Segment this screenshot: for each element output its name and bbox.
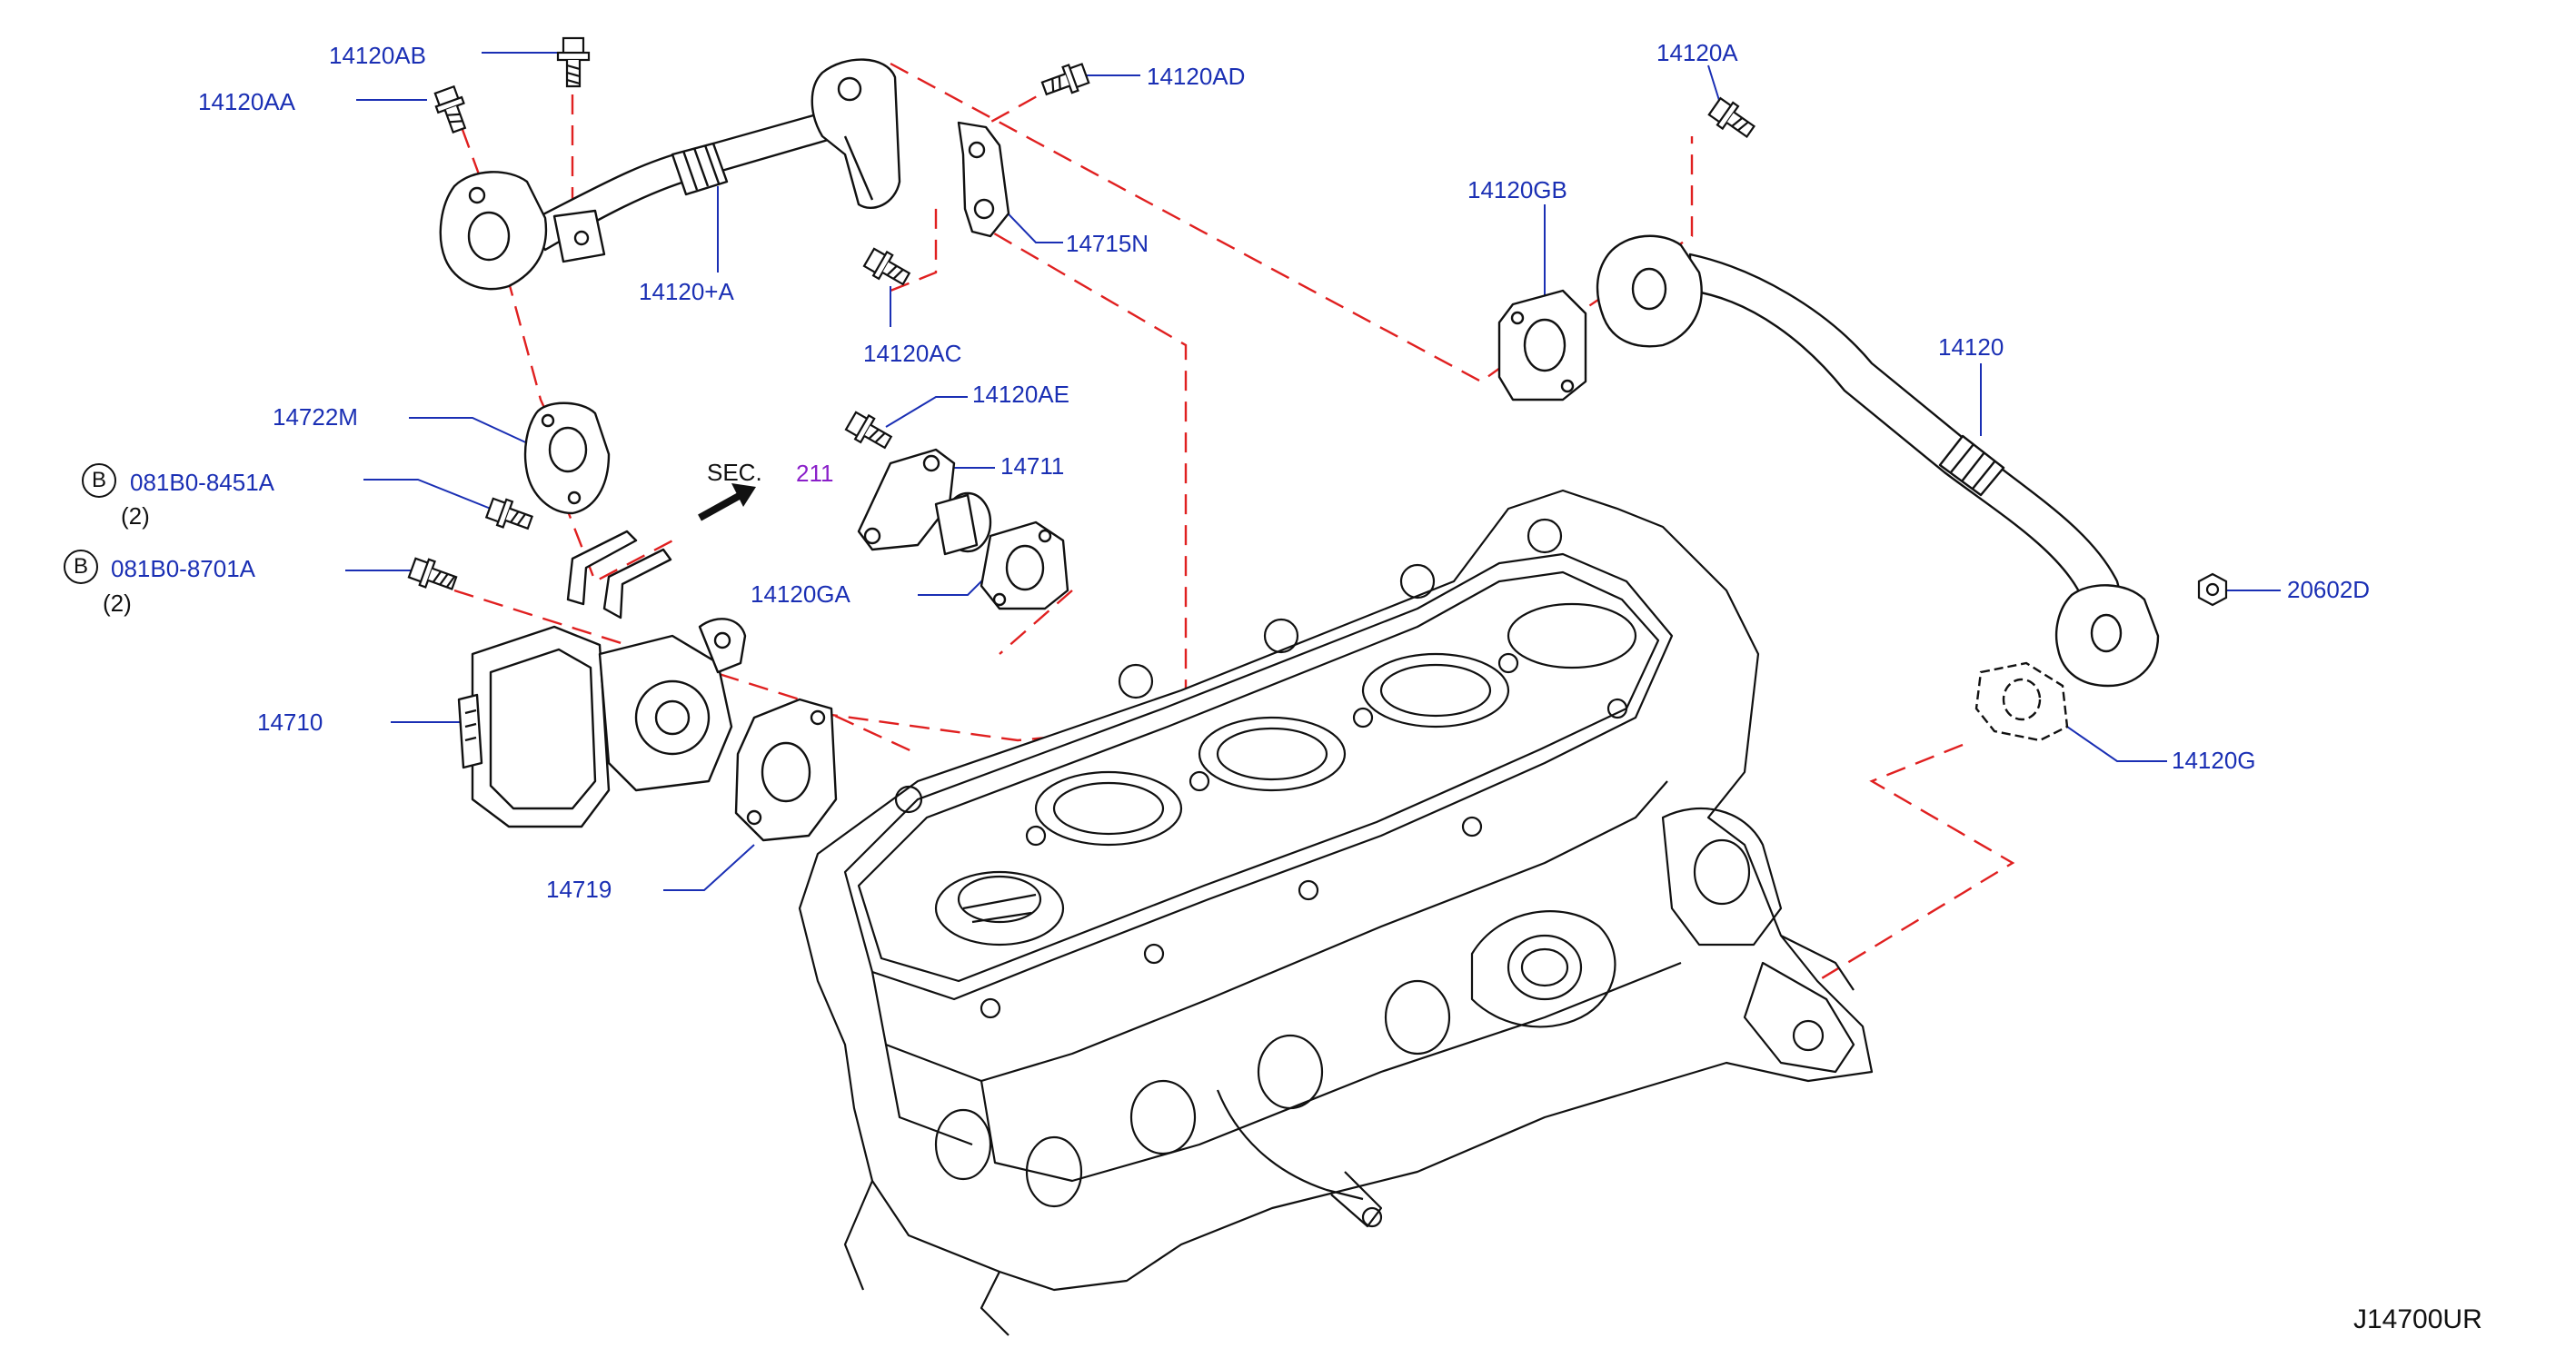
leader-14719 xyxy=(663,844,755,891)
gasket-14722M xyxy=(523,401,611,515)
dash-14120GA xyxy=(999,590,1073,655)
callout-leaders xyxy=(345,52,2281,891)
dash-14715N xyxy=(967,216,1188,690)
bolt-b-marker: B xyxy=(64,550,98,584)
label-14120A: 14120A xyxy=(1656,39,1738,66)
dash-14120AA xyxy=(450,99,583,491)
cylinder-head xyxy=(798,489,1874,1336)
leader-081B0-8451A xyxy=(363,479,492,510)
label-14719: 14719 xyxy=(546,876,612,903)
label-14710: 14710 xyxy=(257,709,323,736)
bracket-14715N xyxy=(957,121,1010,238)
label-14120G: 14120G xyxy=(2172,747,2256,774)
bolt-14120AB xyxy=(556,36,591,88)
gasket-14120G xyxy=(1974,661,2069,742)
label-14722M: 14722M xyxy=(273,403,358,431)
bolt-b-marker: B xyxy=(82,463,116,498)
label-14120GB: 14120GB xyxy=(1467,176,1567,203)
label-14120AD: 14120AD xyxy=(1147,63,1246,90)
label-081B0-8701A: 081B0-8701A xyxy=(111,555,256,582)
dash-14120AC xyxy=(890,200,938,292)
section-ref-number[interactable]: 211 xyxy=(796,460,834,487)
egr-tube-14120A-plus xyxy=(439,58,901,291)
dash-gasket-to-head xyxy=(817,711,1164,742)
leader-14120AE xyxy=(885,396,968,428)
label-14120AE: 14120AE xyxy=(972,381,1069,408)
leader-14120G xyxy=(2066,726,2167,762)
bolt-14120AC xyxy=(862,247,911,286)
gasket-14719 xyxy=(734,698,838,842)
label-14715N: 14715N xyxy=(1066,230,1149,257)
label-081B0-8451A: 081B0-8451A xyxy=(130,469,275,496)
label-20602D: 20602D xyxy=(2287,576,2371,603)
gasket-14120GA xyxy=(980,520,1069,610)
bolt-14120A xyxy=(1707,96,1756,139)
bolt-081B0-8451A xyxy=(484,497,533,530)
qty-081B0-8701A: (2) xyxy=(103,590,132,617)
label-14120GA: 14120GA xyxy=(751,580,850,608)
nut-20602D xyxy=(2197,572,2228,607)
label-14120A-plus: 14120+A xyxy=(639,278,734,305)
section-ref-prefix: SEC. xyxy=(707,459,762,486)
label-14120AC: 14120AC xyxy=(863,340,962,367)
label-14120: 14120 xyxy=(1938,333,2004,361)
bolt-14120AA xyxy=(433,84,467,134)
gasket-14120GB xyxy=(1497,289,1587,401)
section-arrow xyxy=(698,483,756,521)
bolt-14120AD xyxy=(1040,63,1090,96)
bolt-14120AE xyxy=(844,411,893,450)
egr-tube-14120 xyxy=(1596,234,2160,688)
label-14120AB: 14120AB xyxy=(329,42,426,69)
label-14711: 14711 xyxy=(1000,452,1065,480)
diagram-code: J14700UR xyxy=(2353,1304,2482,1334)
label-14120AA: 14120AA xyxy=(198,88,295,115)
egr-valve-14710 xyxy=(457,530,747,828)
fitting-14711 xyxy=(857,448,992,556)
dash-egr-to-head xyxy=(453,589,919,756)
dash-14120G xyxy=(1816,743,2015,983)
leader-14722M xyxy=(409,417,532,446)
bolt-081B0-8701A xyxy=(407,557,458,590)
qty-081B0-8451A: (2) xyxy=(121,502,150,530)
